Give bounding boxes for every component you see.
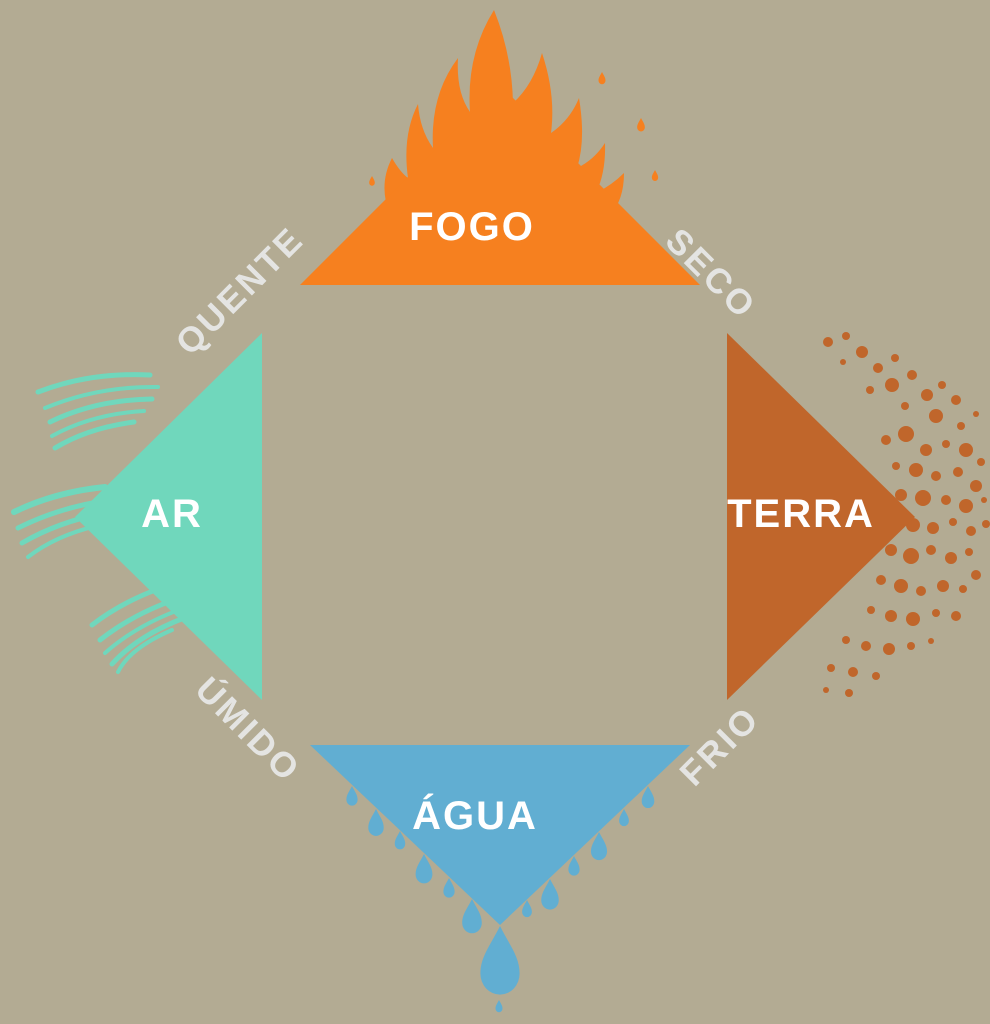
quality-humid-label: ÚMIDO: [188, 669, 309, 790]
air-triangle: [75, 333, 262, 700]
flame-spark-icon: [651, 170, 659, 182]
fire-element: FOGO: [300, 10, 700, 285]
earth-triangle: [727, 333, 915, 700]
flame-spark-icon: [598, 72, 606, 85]
water-triangle: [310, 745, 690, 925]
fire-triangle: [300, 85, 700, 285]
earth-element: TERRA: [727, 332, 990, 700]
air-label: AR: [141, 492, 203, 536]
earth-dots-icon: [823, 332, 990, 697]
water-label: ÁGUA: [412, 793, 538, 838]
quality-hot-label: QUENTE: [168, 219, 311, 362]
water-element: ÁGUA: [310, 745, 690, 1013]
air-element: AR: [11, 333, 262, 700]
flame-spark-icon: [637, 118, 645, 132]
flame-spark-icon: [369, 176, 375, 186]
fire-label: FOGO: [409, 205, 535, 249]
earth-label: TERRA: [727, 492, 875, 536]
